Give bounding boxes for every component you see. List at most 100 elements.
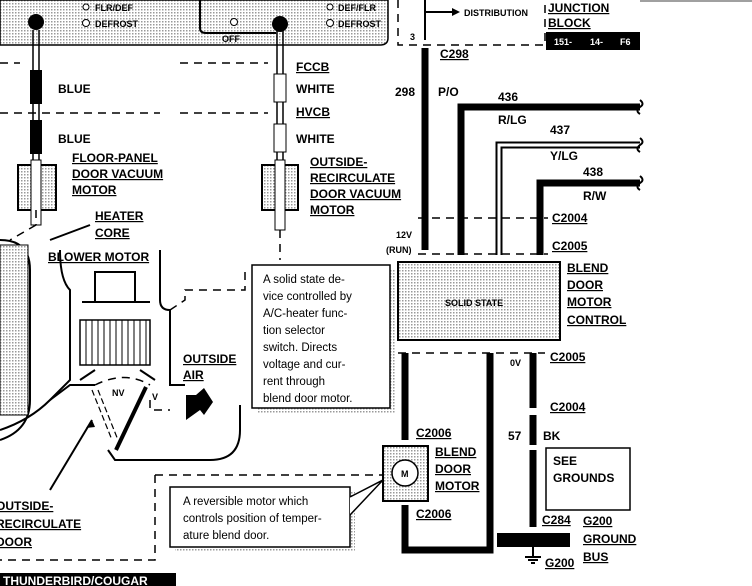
footer-model-label: THUNDERBIRD/COUGAR (3, 574, 148, 586)
note-line: voltage and cur- (263, 359, 346, 371)
wire-436 (457, 103, 640, 255)
airflow-arrow-icon (186, 388, 213, 420)
recirc-door-label: RECIRCULATE (0, 517, 81, 531)
blend-door-icon (114, 386, 148, 451)
switch-position-flr-def: FLR/DEF (95, 3, 133, 13)
motor-wires: C2006 C2006 M BLEND DOOR MOTOR 0V C2005 … (382, 350, 637, 570)
motor-label: DOOR VACUUM (310, 187, 401, 201)
blower-motor-label: BLOWER MOTOR (48, 250, 149, 264)
switch-contact-icon (82, 19, 90, 27)
module-title: DOOR (567, 278, 603, 292)
module-title: CONTROL (567, 313, 626, 327)
switch-contact-icon (82, 3, 90, 11)
note-line: rent through (263, 376, 325, 388)
wire-circuit-label: 298 (395, 85, 415, 99)
hose-label: HVCB (296, 105, 330, 119)
wire-circuit-label: 437 (550, 123, 570, 137)
module-title: BLEND (567, 261, 609, 275)
connector-c2005: C2005 (552, 239, 588, 253)
wire-circuit-label: 436 (498, 90, 518, 104)
page-ref: F6 (620, 37, 631, 47)
voltage-label: 12V (396, 230, 412, 240)
motor-label: RECIRCULATE (310, 171, 395, 185)
note-solid-state-callout: A solid state de- vice controlled by A/C… (251, 264, 395, 413)
floor-panel-vacuum-circuit: BLUE BLUE FLOOR-PANEL DOOR VACUUM MOTOR (0, 30, 163, 226)
wire-437 (497, 143, 640, 255)
motor-title: MOTOR (435, 479, 480, 493)
note-line: blend door motor. (263, 393, 353, 405)
distribution-label: DISTRIBUTION (464, 8, 528, 18)
voltage-state-label: (RUN) (386, 245, 412, 255)
outside-air-label: OUTSIDE (183, 352, 236, 366)
wire-circuit-label: 57 (508, 429, 522, 443)
blend-door-motor-control: SOLID STATE BLEND DOOR MOTOR CONTROL (397, 261, 626, 341)
note-line: A/C-heater func- (263, 308, 348, 320)
module-title: MOTOR (567, 295, 612, 309)
note-line: vice controlled by (263, 291, 352, 303)
ground-bus-label: G200 (583, 514, 613, 528)
ground-g200: G200 (545, 556, 575, 570)
note-line: controls position of temper- (183, 513, 322, 525)
wire-color-label: R/W (583, 189, 607, 203)
page-ref: 151- (554, 37, 572, 47)
motor-label: DOOR VACUUM (72, 167, 163, 181)
hose-label: FCCB (296, 60, 330, 74)
note-line: A solid state de- (263, 274, 345, 286)
recirc-door-label: DOOR (0, 535, 32, 549)
connector-c2006-top: C2006 (416, 426, 452, 440)
voltage-label: 0V (510, 358, 521, 368)
wire-color-label: BK (543, 429, 561, 443)
heater-core-label: CORE (95, 226, 130, 240)
page-ref: 14- (590, 37, 603, 47)
pin-number: 3 (410, 32, 415, 42)
connector-c2005-lower: C2005 (550, 350, 586, 364)
note-line: switch. Directs (263, 342, 337, 354)
ground-bus-label: BUS (583, 550, 608, 564)
hose-label: WHITE (296, 132, 335, 146)
motor-label: MOTOR (72, 183, 117, 197)
control-wires: C298 298 P/O 436 R/LG 437 Y/LG 438 R/W C… (386, 47, 644, 255)
solid-state-label: SOLID STATE (445, 298, 503, 308)
wire-color-label: R/LG (498, 113, 527, 127)
hose-color-label: BLUE (58, 132, 91, 146)
function-selector-switch-panel: FLR/DEF DEFROST OFF DEF/FLR DEFROST (0, 0, 389, 46)
note-motor-callout: A reversible motor which controls positi… (169, 479, 384, 552)
door-position-nv: NV (112, 388, 125, 398)
connector-c2004-lower: C2004 (550, 400, 586, 414)
heater-core-icon (0, 244, 29, 416)
note-line: A reversible motor which (183, 496, 308, 508)
ground-icon (525, 547, 541, 564)
wire-color-label: P/O (438, 85, 459, 99)
hose-label: WHITE (296, 82, 335, 96)
wire-color-label: Y/LG (550, 149, 578, 163)
motor-title: BLEND (435, 445, 477, 459)
motor-label: MOTOR (310, 203, 355, 217)
switch-position-def-flr: DEF/FLR (338, 3, 376, 13)
see-grounds-box (545, 447, 631, 511)
see-grounds-text: GROUNDS (553, 471, 614, 485)
ground-bus-bar (497, 533, 570, 547)
switch-position-off: OFF (222, 34, 240, 44)
connector-c298: C298 (440, 47, 469, 61)
motor-label: FLOOR-PANEL (72, 151, 158, 165)
switch-position-defrost-left: DEFROST (95, 19, 139, 29)
connector-c2004: C2004 (552, 211, 588, 225)
hvac-housing: HEATER CORE BLOWER MOTOR NV V OUTSIDE AI… (0, 209, 385, 561)
blower-motor-icon (94, 271, 136, 303)
footer-badge (0, 573, 176, 586)
junction-block-title: BLOCK (548, 16, 591, 30)
recirculate-vacuum-circuit: FCCB WHITE HVCB WHITE OUTSIDE- RECIRCULA… (180, 30, 401, 260)
motor-label: OUTSIDE- (310, 155, 367, 169)
page-reference-badge (546, 32, 640, 50)
note-line: tion selector (263, 325, 325, 337)
recirc-door-label: OUTSIDE- (0, 499, 53, 513)
blend-door-motor-icon (382, 445, 429, 502)
see-grounds-text: SEE (553, 454, 577, 468)
connector-c284: C284 (542, 513, 571, 527)
heater-core-label: HEATER (95, 209, 144, 223)
switch-position-defrost-right: DEFROST (338, 19, 382, 29)
hose-color-label: BLUE (58, 82, 91, 96)
junction-block: DISTRIBUTION 3 JUNCTION BLOCK 151- 14- F… (397, 0, 640, 50)
